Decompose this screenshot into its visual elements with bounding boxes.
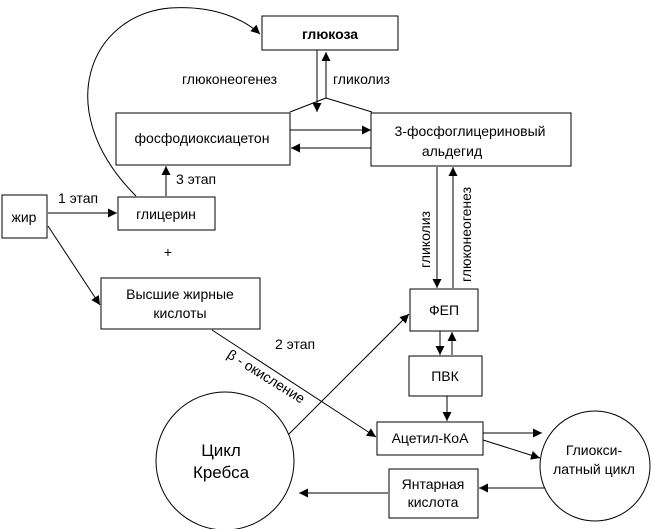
acetyl-coa-label: Ацетил-КоА — [392, 430, 470, 446]
link-gap-up — [325, 97, 373, 113]
succinic-label-2: кислота — [408, 494, 459, 510]
glyoxylate-label-2: латный цикл — [553, 461, 635, 477]
gap-box: 3-фосфоглицериновый альдегид — [370, 112, 572, 167]
arrow-acetylcoa-to-glyoxylate-2 — [482, 439, 541, 460]
label-stage1: 1 этап — [58, 190, 98, 206]
label-glycolysis-top: гликолиз — [333, 71, 390, 87]
pvk-label: ПВК — [431, 368, 459, 384]
fatty-acids-box: Высшие жирные кислоты — [100, 277, 261, 330]
gap-label-2: альдегид — [422, 143, 482, 159]
dhap-label: фосфодиоксиацетон — [135, 130, 270, 146]
fat-label: жир — [12, 209, 37, 225]
krebs-cycle: Цикл Кребса — [155, 391, 295, 529]
label-glycolysis-vertical: гликолиз — [417, 211, 433, 268]
arrow-glycerol-to-glucose — [87, 7, 261, 197]
glycerol-label: глицерин — [136, 206, 196, 222]
dhap-box: фосфодиоксиацетон — [115, 112, 291, 166]
gap-label-1: 3-фосфоглицериновый — [395, 123, 546, 139]
label-gluconeogenesis-vertical: глюконеогенез — [458, 187, 474, 282]
arrow-krebs-to-pep — [286, 313, 410, 437]
label-plus: + — [164, 244, 172, 260]
pep-label: ФЕП — [429, 302, 459, 318]
glucose-label: глюкоза — [302, 26, 358, 42]
pvk-box: ПВК — [408, 355, 483, 397]
link-dhap-up — [289, 97, 327, 113]
label-stage2: 2 этап — [275, 336, 315, 352]
label-gluconeogenesis-top: глюконеогенез — [182, 71, 277, 87]
glucose-box: глюкоза — [261, 15, 399, 51]
glyoxylate-cycle: Глиокси- латный цикл — [539, 410, 651, 522]
krebs-label-2: Кребса — [193, 463, 250, 482]
fat-box: жир — [1, 194, 48, 239]
fatty-acids-label-2: кислоты — [153, 305, 206, 321]
glyoxylate-label-1: Глиокси- — [566, 442, 623, 458]
pep-box: ФЕП — [409, 288, 479, 332]
krebs-label-1: Цикл — [201, 441, 241, 460]
acetyl-coa-box: Ацетил-КоА — [376, 421, 484, 456]
fatty-acids-label-1: Высшие жирные — [126, 286, 234, 302]
succinic-label-1: Янтарная — [402, 476, 465, 492]
arrow-fat-to-fatty-acids — [47, 225, 101, 306]
succinic-acid-box: Янтарная кислота — [388, 468, 479, 519]
glycerol-box: глицерин — [117, 196, 216, 231]
label-stage3: 3 этап — [176, 171, 216, 187]
arrow-fattyacids-to-acetylcoa — [211, 329, 377, 438]
